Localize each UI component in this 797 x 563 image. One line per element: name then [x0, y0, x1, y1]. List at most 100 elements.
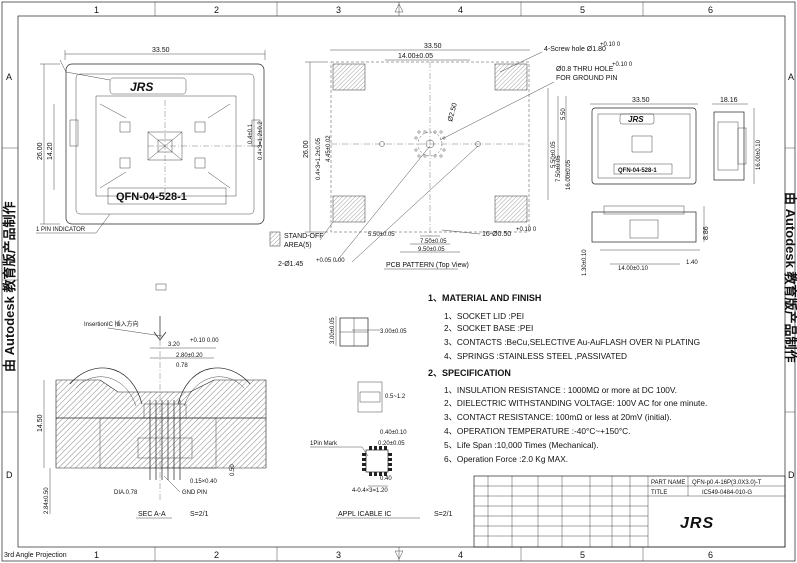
col-label-5: 5	[580, 5, 585, 15]
ic-d2-dim: 0.20±0.05	[378, 441, 405, 447]
col-label-6: 6	[708, 5, 713, 15]
col-label-5-bottom: 5	[580, 550, 585, 560]
pcb-h3-dim: 4.45±0.02	[326, 135, 332, 162]
pin-mark-label: 1Pin Mark	[310, 441, 338, 447]
col-label-1: 1	[94, 5, 99, 15]
pcb-height-dim: 26.00	[303, 140, 310, 158]
pcb-inner-width-dim: 14.00±0.05	[398, 53, 433, 60]
spec-item-5: 5、Life Span :10,000 Times (Mechanical).	[444, 440, 599, 450]
side-b3-dim: 1.40	[686, 260, 698, 266]
pins2-tol: +0.05 0.00	[316, 258, 345, 264]
side-height-dim: 8.86	[703, 226, 710, 240]
sec-d1-tol: +0.10 0.00	[190, 338, 219, 344]
spec-item-1: 1、INSULATION RESISTANCE : 1000MΩ or more…	[444, 385, 677, 395]
socket-right-views: 33.50 18.16 JRS QFN-04-528-1 16.00±0.10 …	[582, 97, 762, 276]
watermark-left: 由 Autodesk 教育版产品制作	[2, 202, 17, 372]
socket-top-view: 33.50 JRS QFN-04-528-1 26.00 14.20 0.4±0…	[36, 47, 266, 234]
col-label-6-bottom: 6	[708, 550, 713, 560]
sec-height-dim: 14.50	[37, 414, 44, 432]
col-label-2: 2	[214, 5, 219, 15]
top-part-label: QFN-04-528-1	[116, 191, 187, 203]
standoff-label: STAND-OFF	[284, 233, 324, 240]
pcb-pattern-view: 33.50 14.00±0.05 26.00 0.4×3=1.2±0.05 4.…	[269, 42, 633, 270]
part-name-label: PART NAME	[651, 480, 685, 486]
sec-title: SEC A-A	[138, 511, 166, 518]
col-label-4: 4	[458, 5, 463, 15]
sec-d3-dim: 0.78	[176, 363, 188, 369]
side-b2-dim: 14.00±0.10	[618, 266, 649, 272]
pcb-caption: PCB PATTERN (Top View)	[386, 262, 469, 269]
sec-scale: S=2/1	[190, 511, 209, 518]
sec-d1-dim: 3.20	[168, 342, 180, 348]
row-label-d: D	[6, 470, 13, 480]
part-name-value: QFN-p0.4-16P(3.0X3.0)-T	[692, 480, 762, 486]
col-label-2-bottom: 2	[214, 550, 219, 560]
material-item-3: 3、CONTACTS :BeCu,SELECTIVE Au-AuFLASH OV…	[444, 337, 700, 347]
pins2-label: 2-Ø1.45	[278, 261, 303, 268]
title-block-logo: JRS	[680, 515, 714, 532]
ic-lead-dim: 0.5~1.2	[385, 394, 406, 400]
sec-pitch-dim: 0.15×0.40	[190, 479, 218, 485]
sec-gnd-label: GND PIN	[182, 490, 207, 496]
ic-pads	[362, 446, 392, 476]
title-block: PART NAME QFN-p0.4-16P(3.0X3.0)-T TITLE …	[473, 475, 786, 548]
col-label-3: 3	[336, 5, 341, 15]
projection-label: 3rd Angle Projection	[4, 552, 67, 559]
spec-item-4: 4、OPERATION TEMPERATURE :-40°C~+150°C.	[444, 426, 630, 436]
pcb-pad-holes	[414, 130, 446, 158]
insertion-label: InsertionIC 插入方向	[84, 320, 139, 328]
right-logo: JRS	[628, 115, 644, 124]
ic-d1-dim: 0.40±0.10	[380, 430, 407, 436]
ground-pin-label: FOR GROUND PIN	[556, 75, 617, 82]
top-d1-dim: 0.4±0.1	[248, 123, 254, 144]
pcb-b2-dim: 7.50±0.05	[420, 239, 447, 245]
screw-hole-tol: +0.10 0	[600, 42, 621, 48]
top-inner-height-dim: 14.20	[47, 142, 54, 160]
pcb-r2-dim: 7.50±0.05	[556, 155, 562, 182]
ic-scale: S=2/1	[434, 511, 453, 518]
title-label: TITLE	[651, 490, 667, 496]
title-value: IC549-0484-010-G	[702, 490, 752, 496]
pcb-holes-tol: +0.10 0	[516, 227, 537, 233]
pcb-r1-dim: 5.50±0.05	[551, 141, 557, 168]
col-label-1-bottom: 1	[94, 550, 99, 560]
pcb-b3-dim: 9.50±0.05	[418, 247, 445, 253]
top-d2-dim: 0.4×3=1.2±0.2	[258, 121, 264, 160]
spec-item-2: 2、DIELECTRIC WITHSTANDING VOLTAGE: 100V …	[444, 398, 707, 408]
ic-d4-dim: 4-0.4×3=1.20	[352, 488, 388, 494]
section-a-a-view: InsertionIC 插入方向 3.20 +0.10 0.00 2.80±0.…	[37, 283, 267, 519]
pcb-r4-dim: 5.50	[561, 108, 567, 120]
ic-title: APPL ICABLE IC	[338, 511, 391, 518]
top-logo: JRS	[130, 80, 153, 94]
standoff-area-label: AREA(5)	[284, 242, 312, 249]
spec-item-6: 6、Operation Force :2.0 Kg MAX.	[444, 454, 568, 464]
row-label-a: A	[6, 72, 12, 82]
sec-h3-dim: 0.50	[230, 464, 236, 476]
ic-square-height-dim: 3.00±0.05	[330, 317, 336, 344]
sec-d2-dim: 2.80±0.20	[176, 353, 203, 359]
material-item-1: 1、SOCKET LID :PEI	[444, 311, 524, 321]
pcb-width-dim: 33.50	[424, 43, 442, 50]
row-label-a-right: A	[788, 72, 794, 82]
right-width-dim: 33.50	[632, 97, 650, 104]
pin-indicator-label: 1 PIN INDICATOR	[36, 227, 86, 233]
material-item-2: 2、SOCKET BASE :PEI	[444, 323, 533, 333]
top-height-dim: 26.00	[37, 142, 44, 160]
ic-d3-dim: 0.40	[380, 476, 392, 482]
right-height-dim: 16.00±0.10	[756, 139, 762, 170]
pcb-holes-label: 16-Ø0.50	[482, 231, 511, 238]
material-item-4: 4、SPRINGS :STAINLESS STEEL ,PASSIVATED	[444, 351, 627, 361]
right-width2-dim: 18.16	[720, 97, 738, 104]
sec-h2-dim: 2.84±0.50	[44, 487, 50, 514]
specification-notes: 1、MATERIAL AND FINISH 1、SOCKET LID :PEI …	[428, 293, 707, 464]
applicable-ic-view: 3.00±0.05 3.00±0.05 0.5~1.2 1Pin Mark 0.…	[310, 316, 453, 519]
thru-hole-label: Ø0.8 THRU HOLE	[556, 66, 614, 73]
top-width-dim: 33.50	[152, 47, 170, 54]
spec-heading: 2、SPECIFICATION	[428, 368, 511, 378]
pcb-r3-dim: 16.00±0.05	[566, 159, 572, 190]
spec-item-3: 3、CONTACT RESISTANCE: 100mΩ or less at 2…	[444, 412, 672, 422]
pcb-h2-dim: 0.4×3=1.2±0.05	[316, 137, 322, 180]
thru-hole-tol: +0.10 0	[612, 62, 633, 68]
